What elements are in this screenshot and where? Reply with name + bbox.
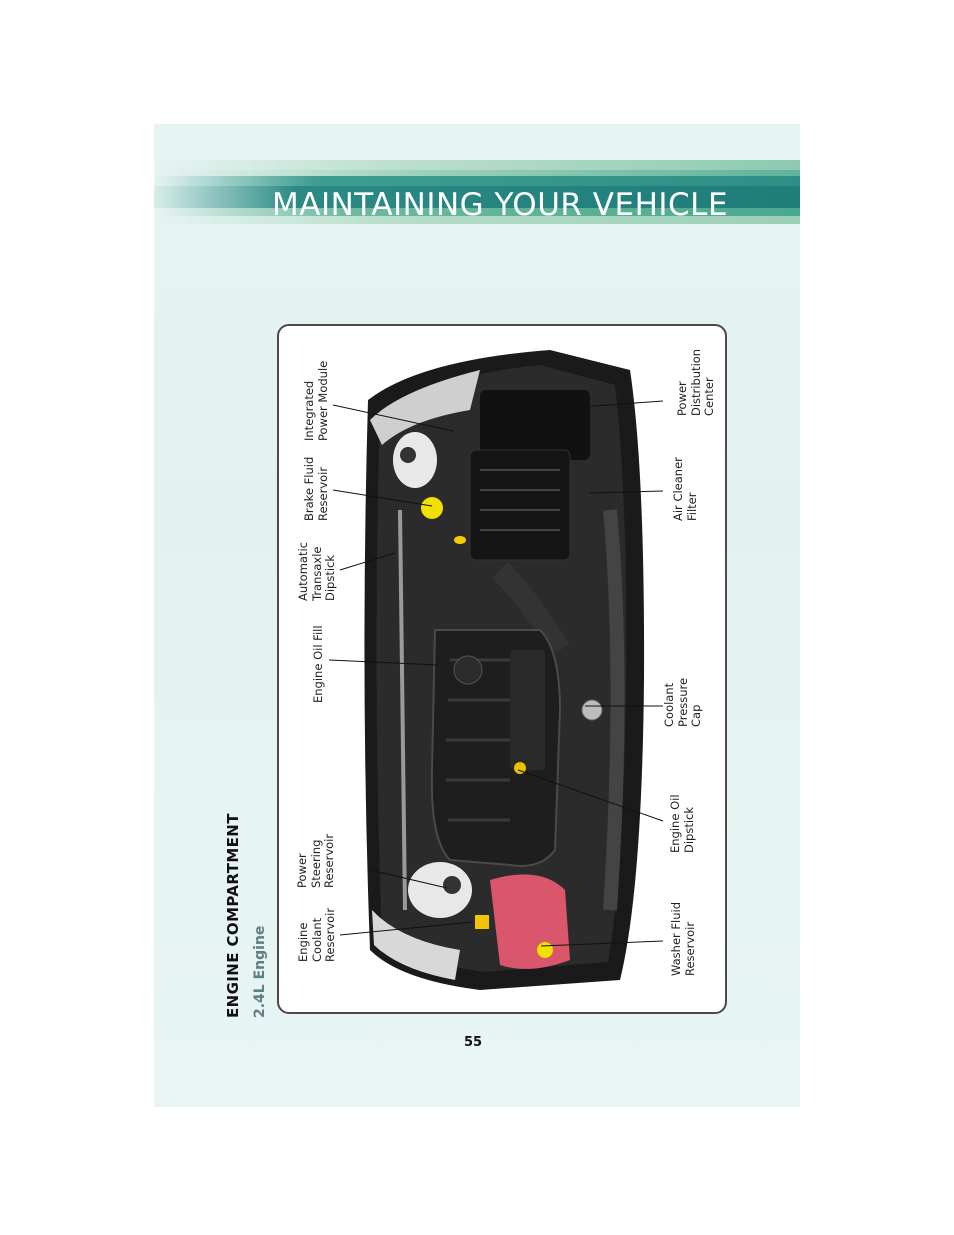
label-automatic-transaxle-dipstick: Automatic Transaxle Dipstick: [296, 542, 337, 601]
label-air-cleaner-filter: Air Cleaner Filter: [671, 457, 699, 521]
label-washer-fluid-reservoir: Washer Fluid Reservoir: [669, 901, 697, 976]
section-subheading: 2.4L Engine: [252, 925, 268, 1018]
engine-compartment-photo: [364, 350, 645, 990]
label-coolant-pressure-cap: Coolant Pressure Cap: [662, 677, 703, 727]
label-integrated-power-module: Integrated Power Module: [302, 360, 330, 441]
header-banner: [154, 160, 800, 224]
label-engine-coolant-reservoir: Engine Coolant Reservoir: [296, 907, 337, 962]
label-power-steering-reservoir: Power Steering Reservoir: [295, 833, 336, 888]
label-brake-fluid-reservoir: Brake Fluid Reservoir: [302, 456, 330, 521]
page-title: MAINTAINING YOUR VEHICLE: [272, 187, 729, 223]
label-engine-oil-fill: Engine Oil Fill: [311, 625, 325, 703]
label-engine-oil-dipstick: Engine Oil Dipstick: [668, 794, 696, 853]
section-heading: ENGINE COMPARTMENT: [224, 813, 242, 1018]
page-number: 55: [464, 1035, 483, 1050]
label-power-distribution-center: Power Distribution Center: [675, 348, 716, 416]
